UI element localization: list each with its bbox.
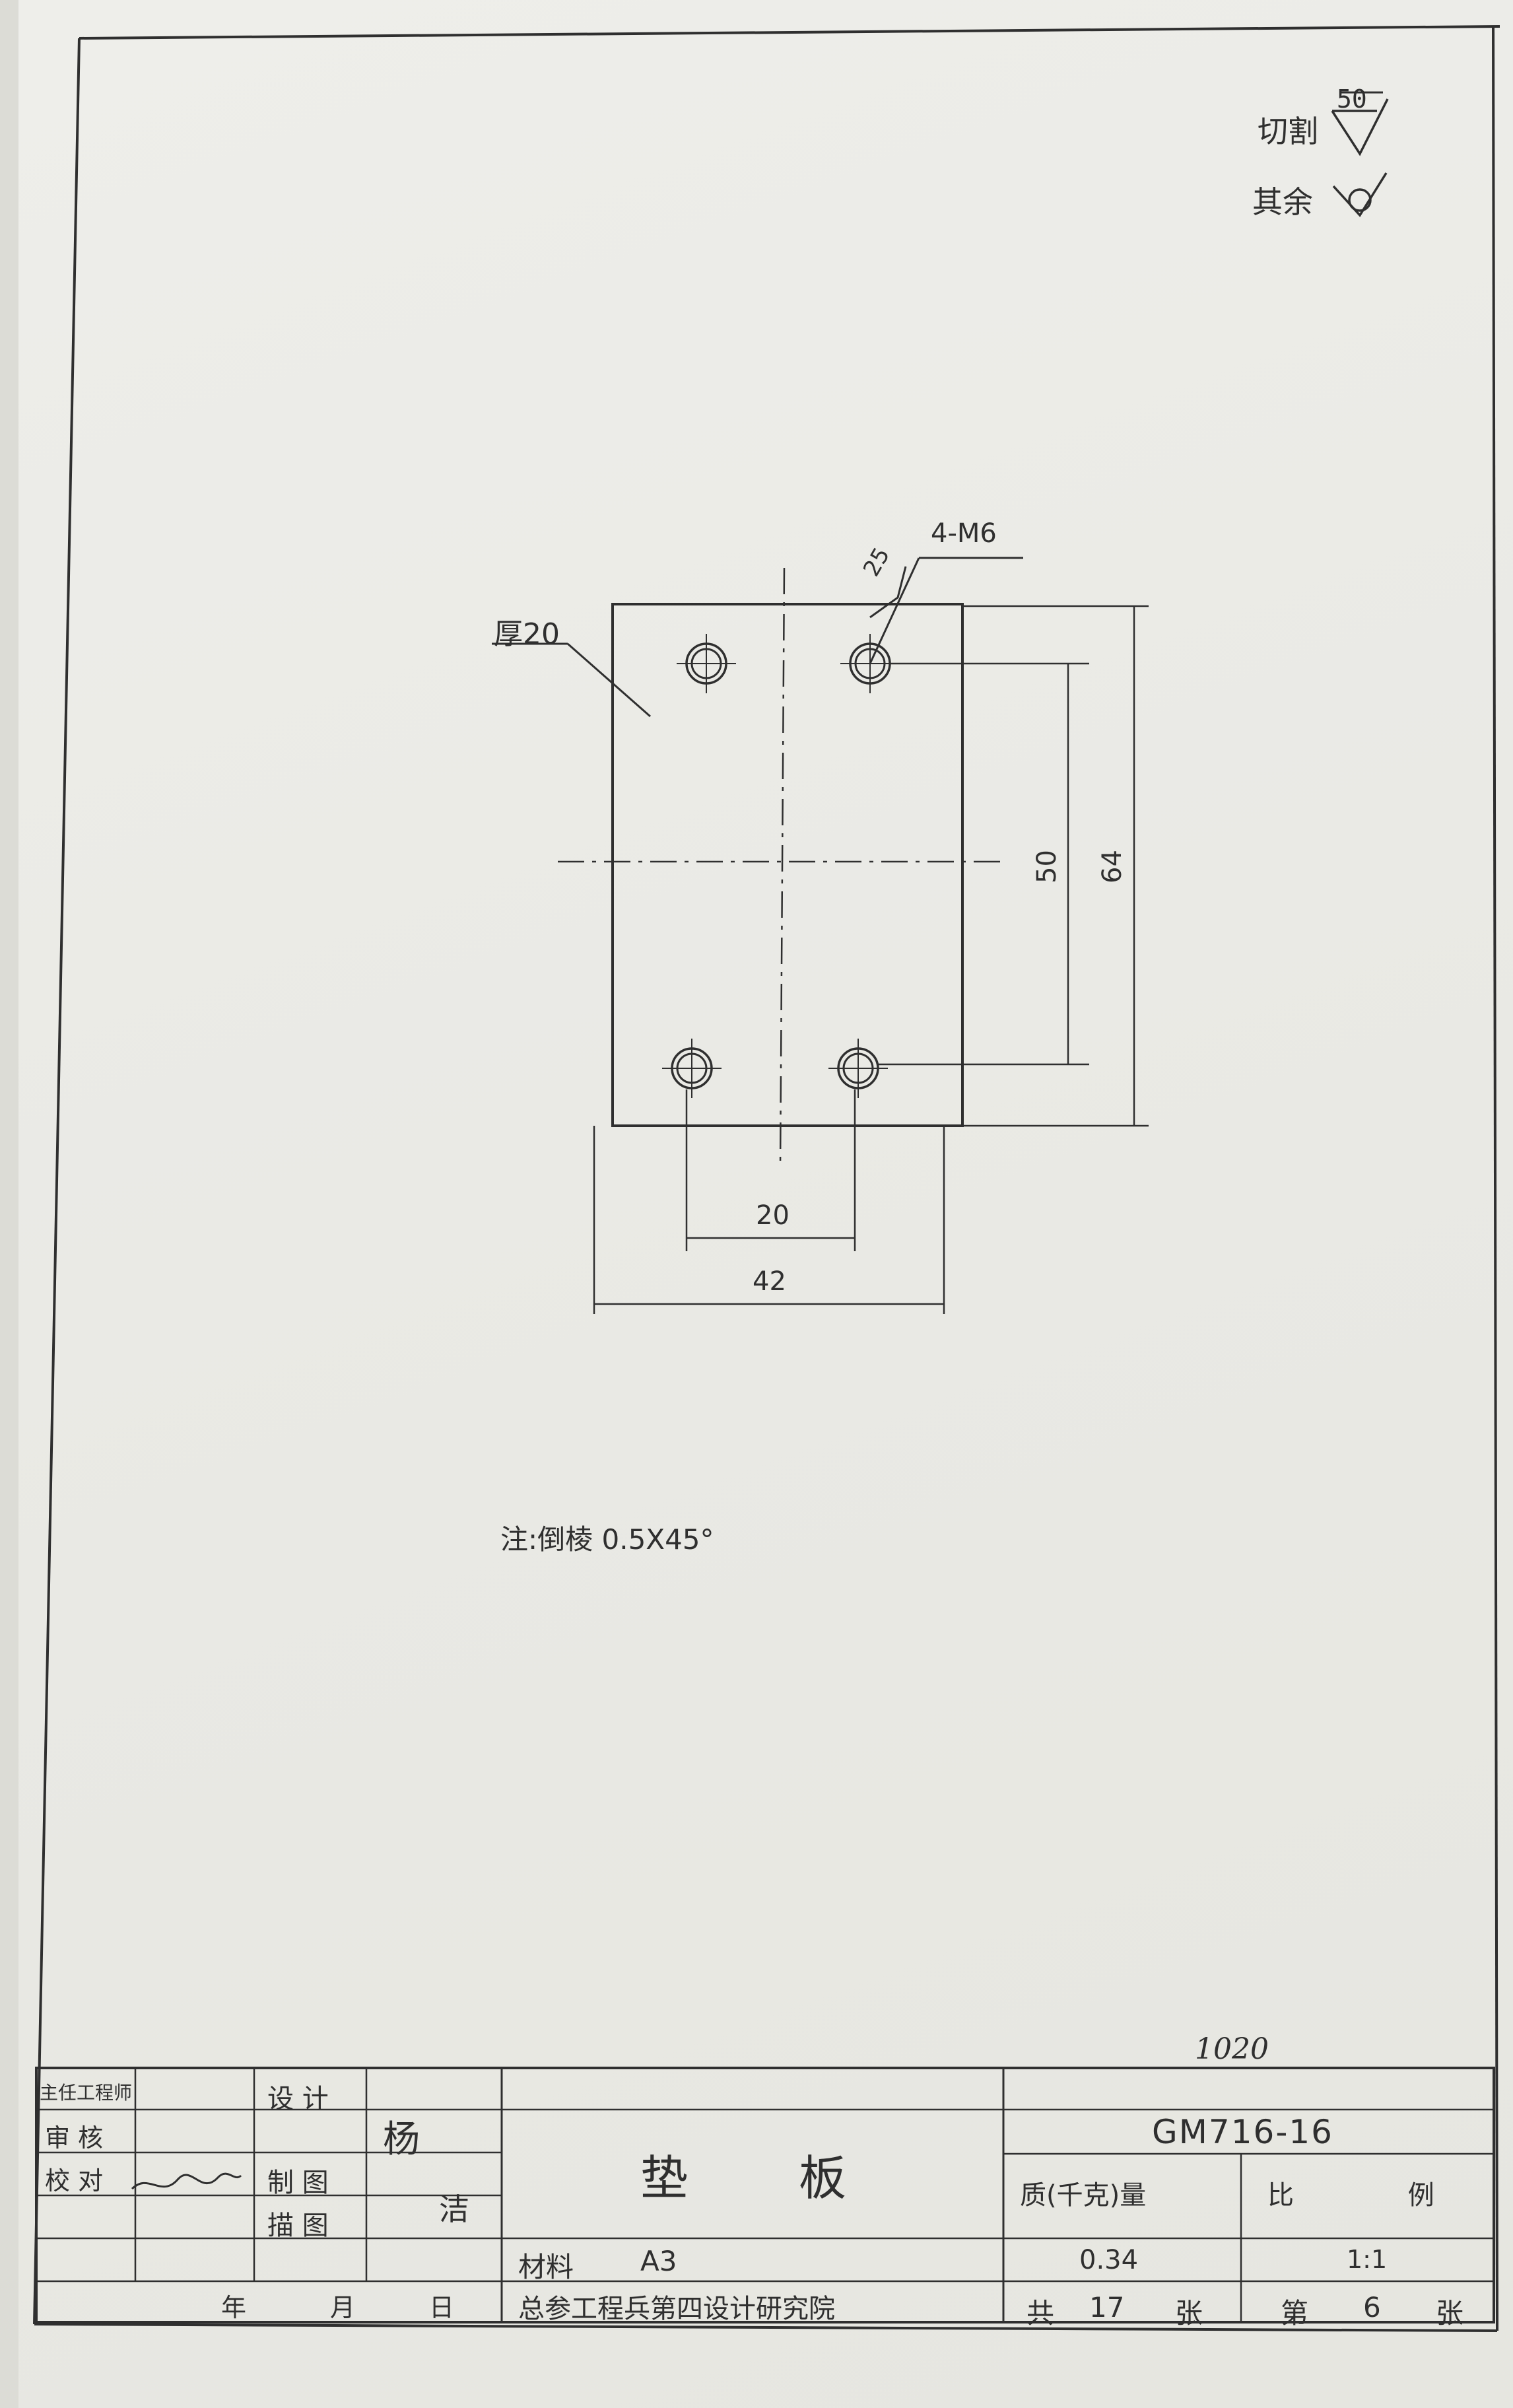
institute-name: 总参工程兵第四设计研究院 — [518, 2294, 835, 2324]
dim-text-42: 42 — [753, 1266, 786, 1297]
total-label-2: 张 — [1175, 2297, 1203, 2329]
roughness-symbol-rest — [1332, 172, 1388, 217]
thickness-leader — [567, 642, 651, 718]
frame-top-line — [79, 25, 1500, 40]
roughness-cut-label: 切割 — [1258, 114, 1318, 149]
material-label: 材料 — [518, 2251, 574, 2283]
designer-name-2: 洁 — [439, 2191, 469, 2227]
sheet-label-2: 张 — [1436, 2297, 1464, 2329]
paper-edge-shadow — [0, 0, 18, 2408]
task-drafting: 制 图 — [267, 2168, 329, 2198]
material-value: A3 — [640, 2245, 677, 2277]
task-tracing: 描 图 — [267, 2211, 329, 2241]
thickness-note: 厚20 — [494, 617, 560, 651]
total-label-1: 共 — [1026, 2297, 1055, 2329]
centerline-vertical — [779, 567, 786, 1169]
hole-roughness-mark — [869, 566, 907, 619]
part-name-char-1: 垫 — [640, 2150, 689, 2206]
dim-text-20: 20 — [756, 1200, 790, 1231]
role-chief-engineer: 主任工程师 — [40, 2082, 133, 2104]
frame-right-line — [1492, 26, 1498, 2331]
date-year-label: 年 — [221, 2293, 247, 2322]
total-sheets: 17 — [1089, 2291, 1125, 2323]
scale-label: 比 例 — [1267, 2180, 1487, 2211]
date-month-label: 月 — [330, 2293, 356, 2322]
handwritten-number: 1020 — [1195, 2032, 1269, 2066]
roughness-cut-value: 50 — [1337, 85, 1367, 114]
hole-callout-leader — [869, 557, 920, 664]
hole-top-left — [677, 634, 736, 693]
mass-label: 质(千克)量 — [1020, 2180, 1147, 2211]
roughness-rest-label: 其余 — [1252, 184, 1313, 220]
mass-value: 0.34 — [1079, 2245, 1139, 2275]
date-day-label: 日 — [429, 2293, 455, 2322]
role-proofread: 校 对 — [45, 2166, 104, 2195]
designer-name-1: 杨 — [383, 2118, 420, 2161]
drawing-number: GM716-16 — [1152, 2113, 1333, 2151]
hole-bottom-left — [662, 1039, 722, 1098]
part-outline — [611, 603, 964, 1127]
roughness-symbol-cut — [1331, 91, 1389, 156]
role-review: 审 核 — [45, 2123, 104, 2152]
part-name-char-2: 板 — [799, 2150, 847, 2206]
hole-bottom-right — [828, 1039, 888, 1098]
hole-callout: 4-M6 — [931, 518, 997, 549]
chamfer-note: 注:倒棱 0.5X45° — [500, 1523, 714, 1556]
title-block-grid — [35, 2067, 1495, 2323]
frame-left-line — [33, 38, 81, 2325]
sheet-number: 6 — [1363, 2291, 1381, 2323]
frame-bottom-line — [34, 2323, 1498, 2332]
scale-value: 1:1 — [1347, 2245, 1388, 2274]
task-design: 设 计 — [267, 2084, 329, 2114]
sheet-label-1: 第 — [1281, 2297, 1309, 2329]
